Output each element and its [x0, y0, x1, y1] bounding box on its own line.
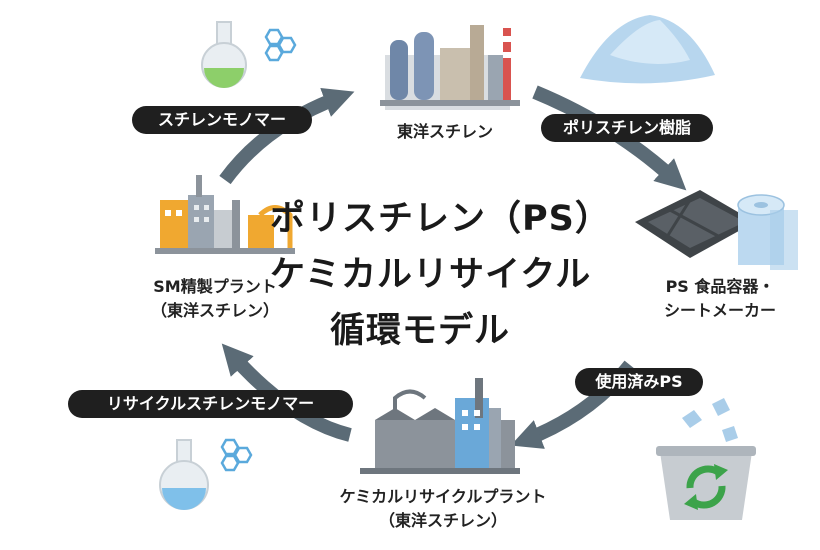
arrow-label-used-ps: 使用済みPS — [575, 368, 703, 396]
hexagon-icon — [264, 28, 297, 62]
flask-green-icon — [201, 21, 247, 88]
arrow-label-recycled-monomer: リサイクルスチレンモノマー — [68, 390, 353, 418]
diagram-title-line-3: 循環モデル — [329, 311, 510, 351]
recycle-bin-icon — [656, 398, 756, 520]
node-label-sm-plant-line-2: （東洋スチレン） — [150, 301, 279, 320]
node-label-food-container-line-1: PS 食品容器・ — [665, 277, 775, 296]
node-label-toyo-styrene: 東洋スチレン — [396, 122, 493, 141]
diagram-title-line-2: ケミカルリサイクル — [270, 255, 592, 295]
polystyrene-powder-icon — [580, 15, 715, 84]
toyo-styrene-factory-icon — [380, 25, 520, 110]
node-label-sm-plant-line-1: SM精製プラント — [153, 277, 277, 296]
node-label-recycle-plant-line-1: ケミカルリサイクルプラント — [339, 487, 547, 506]
sm-plant-factory-icon — [155, 175, 295, 254]
food-tray-icon — [635, 190, 755, 258]
arrow-label-polystyrene-resin: ポリスチレン樹脂 — [541, 114, 713, 142]
recycle-plant-factory-icon — [360, 378, 520, 474]
node-label-food-container-line-2: シートメーカー — [663, 301, 776, 320]
arrow-label-styrene-monomer: スチレンモノマー — [132, 106, 312, 134]
node-label-recycle-plant-line-2: （東洋スチレン） — [378, 511, 507, 530]
diagram-title-line-1: ポリスチレン（PS） — [270, 199, 611, 239]
flask-blue-icon — [159, 439, 209, 510]
hexagon-icon — [220, 438, 253, 472]
sheet-roll-icon — [737, 194, 798, 270]
